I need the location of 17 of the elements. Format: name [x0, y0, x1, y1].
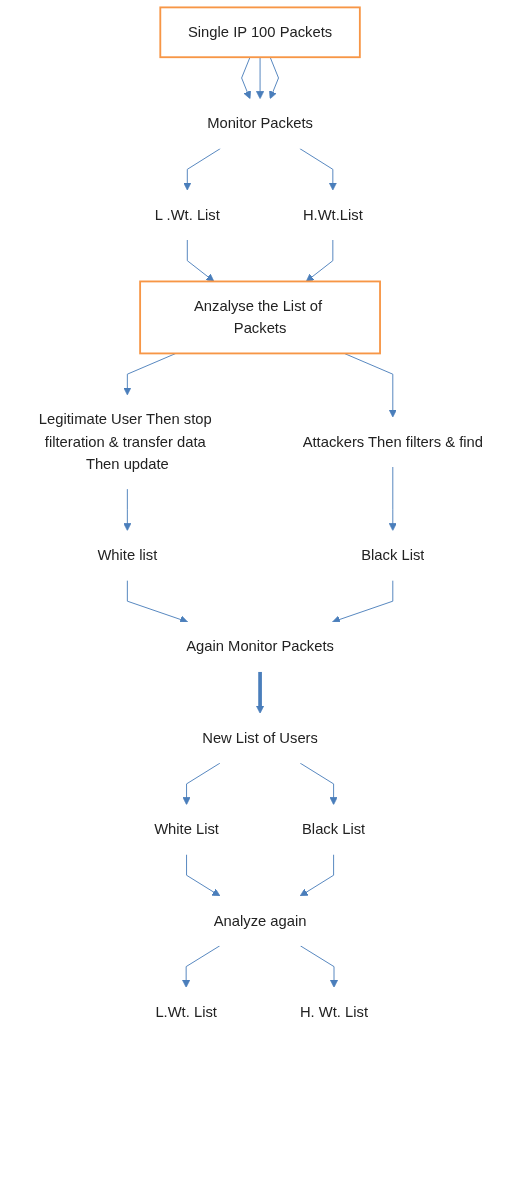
node-text: H.Wt.List — [302, 206, 363, 223]
arrow — [256, 671, 265, 714]
node-text: White list — [97, 547, 158, 563]
node-box: Single IP 100 Packets — [159, 6, 361, 59]
node-text: Black List — [302, 821, 366, 837]
node-text: L.Wt. List — [155, 1003, 217, 1020]
node-text: Legitimate User Then stop filteration & transfer data Then update — [38, 411, 212, 472]
node-box: Anzalyse the List of Packets — [139, 280, 381, 355]
node-text: H. Wt. List — [299, 1003, 369, 1020]
node-text: New List of Users — [202, 729, 318, 746]
node-text: Black List — [361, 547, 425, 563]
node-text: Again Monitor Packets — [186, 638, 334, 655]
node-text: Monitor Packets — [207, 115, 313, 132]
node-text: L .Wt. List — [154, 206, 220, 223]
node-text: Attackers Then filters & find — [302, 433, 483, 450]
node-text: Analyze again — [213, 912, 307, 929]
node-text: White List — [154, 821, 219, 837]
